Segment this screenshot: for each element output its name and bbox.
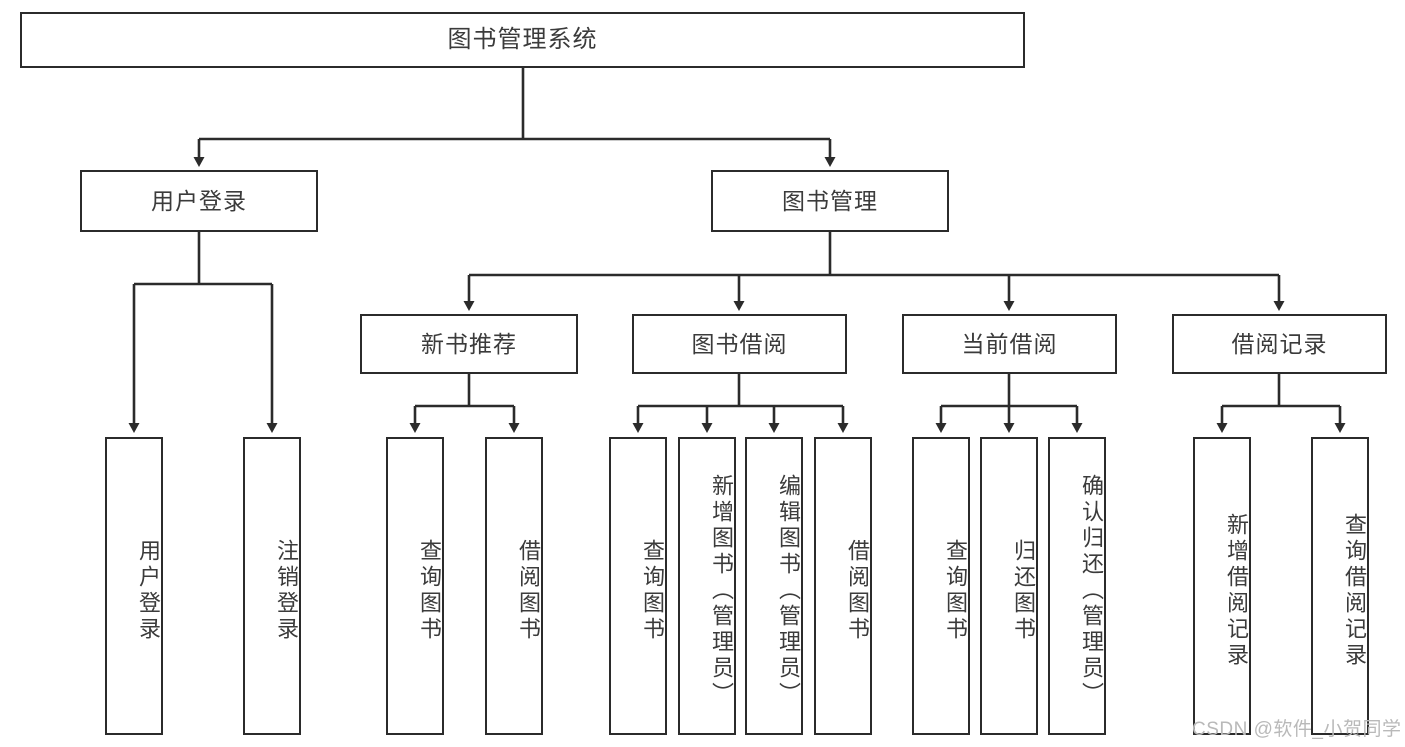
node-label: 当前借阅 — [961, 330, 1058, 357]
node-label: 确认归还（管理员） — [1079, 474, 1104, 708]
leaf-current-return-book[interactable]: 归还图书 — [980, 437, 1038, 735]
node-book-borrow[interactable]: 图书借阅 — [632, 314, 847, 374]
node-label: 新增图书（管理员） — [709, 474, 734, 708]
leaf-new-book-query[interactable]: 查询图书 — [386, 437, 444, 735]
node-label: 查询图书 — [417, 539, 442, 643]
leaf-new-book-borrow[interactable]: 借阅图书 — [485, 437, 543, 735]
leaf-record-query-borrow-record[interactable]: 查询借阅记录 — [1311, 437, 1369, 735]
leaf-record-add-borrow-record[interactable]: 新增借阅记录 — [1193, 437, 1251, 735]
leaf-borrow-borrow-book[interactable]: 借阅图书 — [814, 437, 872, 735]
node-label: 归还图书 — [1011, 539, 1036, 643]
node-label: 借阅记录 — [1231, 330, 1328, 357]
leaf-borrow-query-book[interactable]: 查询图书 — [609, 437, 667, 735]
node-label: 编辑图书（管理员） — [776, 474, 801, 708]
leaf-borrow-edit-book-admin[interactable]: 编辑图书（管理员） — [745, 437, 803, 735]
node-book-management[interactable]: 图书管理 — [711, 170, 949, 232]
leaf-user-login-login[interactable]: 用户登录 — [105, 437, 163, 735]
node-label: 查询图书 — [943, 539, 968, 643]
node-label: 用户登录 — [151, 187, 247, 214]
node-new-book-recommend[interactable]: 新书推荐 — [360, 314, 578, 374]
csdn-watermark: CSDN @软件_小贺同学 — [1192, 719, 1402, 740]
node-label: 用户登录 — [136, 539, 161, 643]
node-label: 借阅图书 — [845, 539, 870, 643]
node-borrow-record[interactable]: 借阅记录 — [1172, 314, 1387, 374]
leaf-current-query-book[interactable]: 查询图书 — [912, 437, 970, 735]
node-root-book-management-system[interactable]: 图书管理系统 — [20, 12, 1025, 68]
node-label: 借阅图书 — [516, 539, 541, 643]
node-label: 图书借阅 — [691, 330, 788, 357]
node-label: 图书管理系统 — [447, 26, 598, 54]
leaf-current-confirm-return-admin[interactable]: 确认归还（管理员） — [1048, 437, 1106, 735]
node-user-login[interactable]: 用户登录 — [80, 170, 318, 232]
node-label: 新增借阅记录 — [1224, 513, 1249, 669]
node-label: 查询图书 — [640, 539, 665, 643]
node-label: 图书管理 — [782, 187, 878, 214]
leaf-user-login-logout[interactable]: 注销登录 — [243, 437, 301, 735]
node-label: 注销登录 — [274, 539, 299, 643]
node-current-borrow[interactable]: 当前借阅 — [902, 314, 1117, 374]
node-label: 新书推荐 — [421, 330, 517, 357]
leaf-borrow-add-book-admin[interactable]: 新增图书（管理员） — [678, 437, 736, 735]
node-label: 查询借阅记录 — [1342, 513, 1367, 669]
